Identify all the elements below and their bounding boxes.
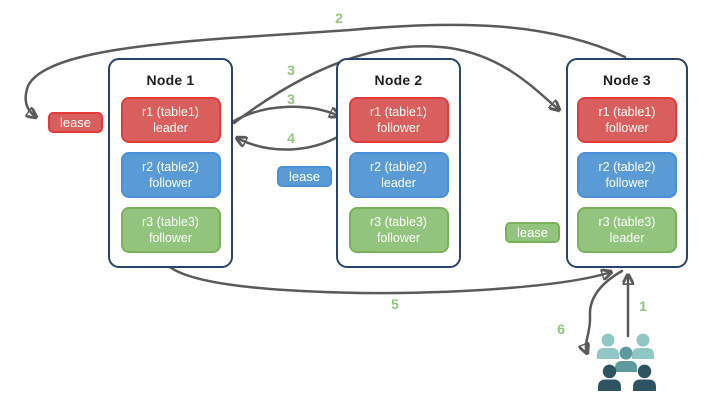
step-label-5: 5 [391,296,399,312]
replica-role: leader [609,231,645,245]
node-1-replica-r2: r2 (table2) follower [120,152,221,198]
replica-role: follower [148,231,193,245]
step-label-1: 1 [639,298,647,314]
lease-tag-table1: lease [48,112,103,133]
arrow-step-5-node1-to-node3 [168,265,611,295]
replica-role: follower [605,176,649,190]
replica-name: r1 (table1) [370,104,427,119]
node-2-replica-r1: r1 (table1) follower [348,97,449,143]
node-1-replica-r1: r1 (table1) leader [120,97,221,143]
step-label-4: 4 [287,130,295,146]
node-3-title: Node 3 [603,72,651,88]
replica-name: r3 (table3) [370,214,427,229]
node-1: Node 1 r1 (table1) leader r2 (table2) fo… [108,58,233,268]
replica-name: r2 (table2) [598,159,656,174]
node-2: Node 2 r1 (table1) follower r2 (table2) … [336,58,461,268]
step-label-3a: 3 [287,62,295,78]
replica-name: r2 (table2) [370,159,427,174]
replica-role: leader [381,176,416,190]
lease-tag-table2: lease [277,166,332,187]
node-3-replica-r2: r2 (table2) follower [577,152,677,198]
step-label-6: 6 [557,321,565,337]
node-3-replica-r1: r1 (table1) follower [577,97,677,143]
replica-role: leader [153,121,188,135]
node-3-replica-r3: r3 (table3) leader [577,207,677,253]
replica-name: r1 (table1) [142,104,199,119]
replica-name: r3 (table3) [598,214,656,229]
replica-role: follower [148,176,193,190]
step-label-2: 2 [335,10,343,26]
replica-role: follower [376,121,421,135]
lease-tag-table3: lease [505,222,560,243]
arrow-step-3-node1-to-node2 [232,105,339,123]
replica-name: r3 (table3) [142,214,199,229]
replica-name: r2 (table2) [142,159,199,174]
replica-role: follower [605,121,649,135]
node-1-title: Node 1 [146,72,195,88]
step-label-3b: 3 [287,91,295,107]
replica-name: r1 (table1) [598,104,656,119]
node-1-replica-r3: r3 (table3) follower [120,207,221,253]
node-3: Node 3 r1 (table1) follower r2 (table2) … [566,58,688,268]
node-2-replica-r2: r2 (table2) leader [348,152,449,198]
replica-role: follower [376,231,421,245]
node-2-title: Node 2 [374,72,423,88]
clients-people-icon [596,333,656,391]
node-2-replica-r3: r3 (table3) follower [348,207,449,253]
